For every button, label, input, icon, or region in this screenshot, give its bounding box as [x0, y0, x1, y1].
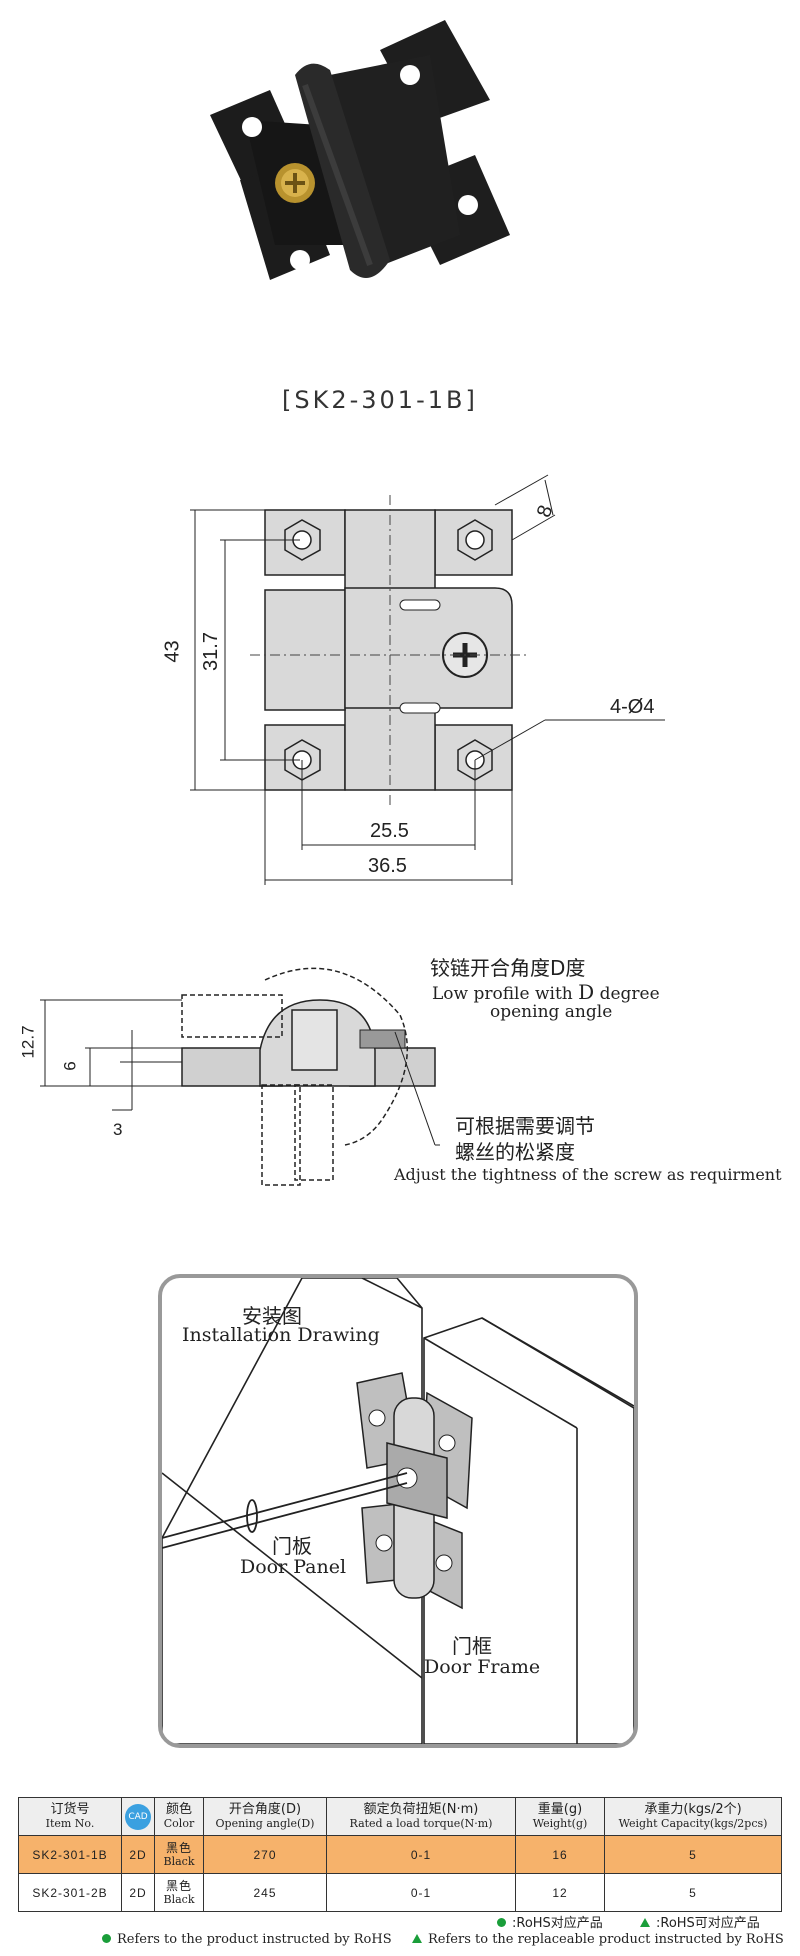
side-view-drawing: 12.7 6 3 铰链开合角度D度 Low profile with D deg… — [0, 940, 800, 1186]
door-frame-en: Door Frame — [424, 1656, 541, 1678]
rohs-triangle-icon — [412, 1934, 422, 1943]
angle-label-en-1: Low profile with — [432, 984, 573, 1004]
angle-label-en-2: degree — [599, 984, 660, 1004]
door-frame-cn: 门框 — [452, 1634, 492, 1658]
angle-label-en: Low profile with D degree — [432, 980, 660, 1004]
door-panel-en: Door Panel — [240, 1556, 347, 1578]
legend-rohs-replaceable-en: Refers to the replaceable product instru… — [412, 1932, 784, 1947]
cell-weight: 16 — [515, 1835, 605, 1874]
cell-angle: 270 — [203, 1835, 327, 1874]
legend-rohs-en: Refers to the product instructed by RoHS — [102, 1932, 392, 1947]
cell-item: SK2-301-2B — [18, 1873, 122, 1912]
legend-rohs-replaceable-cn: :RoHS可对应产品 — [640, 1912, 760, 1931]
cell-weight: 12 — [515, 1873, 605, 1912]
cell-item: SK2-301-1B — [18, 1835, 122, 1874]
dim-width: 36.5 — [368, 855, 407, 877]
angle-label-en-d: D — [578, 980, 595, 1004]
cell-torque: 0-1 — [326, 1835, 516, 1874]
front-view-drawing: 43 31.7 25.5 36.5 8 4-Ø4 — [0, 470, 800, 890]
col-weight: 重量(g)Weight(g) — [515, 1797, 605, 1836]
col-torque: 额定负荷扭矩(N·m)Rated a load torque(N·m) — [326, 1797, 516, 1836]
installation-panel: 安装图 Installation Drawing 门板 Door Panel 门… — [158, 1274, 638, 1748]
dim-hole-pitch-h: 25.5 — [370, 820, 409, 842]
dim-plate: 3 — [113, 1120, 123, 1139]
screw-label-en: Adjust the tightness of the screw as req… — [394, 1165, 782, 1184]
door-panel-cn: 门板 — [272, 1534, 312, 1558]
model-caption: [SK2-301-1B] — [282, 386, 478, 414]
screw-label-cn-2: 螺丝的松紧度 — [455, 1140, 575, 1164]
col-capacity: 承重力(kgs/2个)Weight Capacity(kgs/2pcs) — [604, 1797, 782, 1836]
screw-label-cn-1: 可根据需要调节 — [455, 1114, 595, 1138]
legend-rohs-cn: :RoHS对应产品 — [497, 1912, 603, 1931]
product-photo — [200, 15, 570, 365]
dim-height: 43 — [161, 640, 184, 663]
cell-angle: 245 — [203, 1873, 327, 1912]
col-angle: 开合角度(D)Opening angle(D) — [203, 1797, 327, 1836]
rohs-triangle-icon — [640, 1918, 650, 1927]
angle-label-en-3: opening angle — [490, 1002, 613, 1022]
install-title-cn: 安装图 — [242, 1304, 302, 1328]
rohs-dot-icon — [102, 1934, 111, 1943]
dim-holes: 4-Ø4 — [610, 696, 655, 718]
cell-cad[interactable]: 2D — [121, 1835, 155, 1874]
install-title-en: Installation Drawing — [182, 1324, 380, 1346]
cell-capacity: 5 — [604, 1873, 782, 1912]
cell-capacity: 5 — [604, 1835, 782, 1874]
dim-hole-pitch-v: 31.7 — [199, 632, 222, 671]
cell-torque: 0-1 — [326, 1873, 516, 1912]
rohs-dot-icon — [497, 1918, 506, 1927]
cell-cad[interactable]: 2D — [121, 1873, 155, 1912]
dim-total: 12.7 — [18, 1025, 38, 1059]
col-cad: CAD — [121, 1797, 155, 1836]
dim-base: 6 — [60, 1061, 80, 1071]
cad-badge-icon: CAD — [125, 1803, 151, 1830]
angle-label-cn: 铰链开合角度D度 — [430, 956, 586, 980]
